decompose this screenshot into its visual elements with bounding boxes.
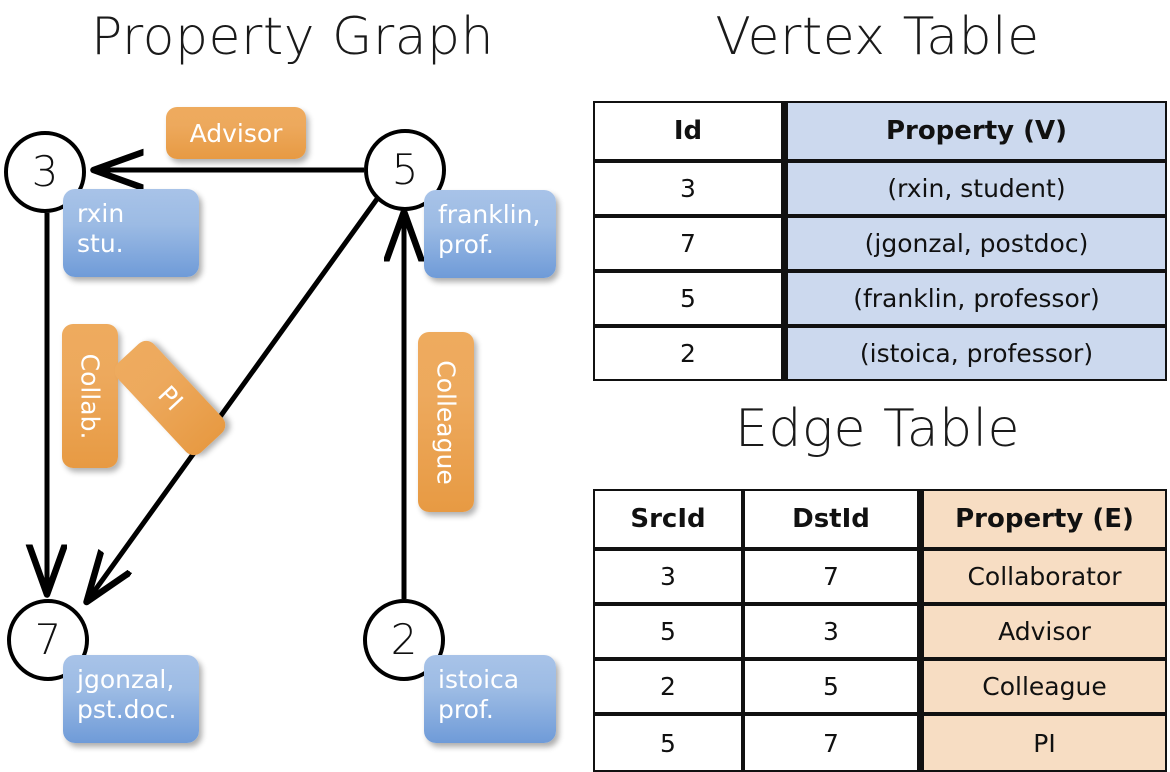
edge-row-property: Advisor: [919, 604, 1167, 659]
edge-row-property: Collaborator: [919, 549, 1167, 604]
vertex-property-box-5: franklin, prof.: [424, 190, 556, 278]
edge-row-property: PI: [919, 714, 1167, 772]
graph-node-7-label: 7: [34, 615, 62, 664]
edge-label-colleague: Colleague: [418, 332, 474, 512]
property-graph-diagram: Advisor Collab. PI Colleague 3 5 7 2 rxi…: [0, 0, 585, 760]
edge-line-5-to-7: [88, 197, 380, 600]
table-row: 7 (jgonzal, postdoc): [593, 216, 1167, 271]
edge-label-advisor-text: Advisor: [189, 118, 283, 148]
table-row: 5 (franklin, professor): [593, 271, 1167, 326]
vertex-table-header-property: Property (V): [783, 101, 1167, 161]
vertex-row-property: (franklin, professor): [783, 271, 1167, 326]
edge-row-srcid: 3: [593, 549, 743, 604]
edge-label-collab-text: Collab.: [75, 353, 105, 439]
vertex-property-box-3: rxin stu.: [63, 189, 199, 277]
edge-table-header-row: SrcId DstId Property (E): [593, 489, 1167, 549]
vertex-row-property: (istoica, professor): [783, 326, 1167, 381]
vertex-table-header-row: Id Property (V): [593, 101, 1167, 161]
graph-edge-lines: [0, 0, 585, 760]
table-row: 3 7 Collaborator: [593, 549, 1167, 604]
page-title-edge-table: Edge Table: [734, 399, 1021, 459]
edge-table-header-dstid: DstId: [743, 489, 919, 549]
edge-row-srcid: 2: [593, 659, 743, 714]
edge-row-dstid: 7: [743, 549, 919, 604]
edge-row-srcid: 5: [593, 604, 743, 659]
vertex-row-id: 7: [593, 216, 783, 271]
vertex-row-property: (rxin, student): [783, 161, 1167, 216]
table-row: 5 3 Advisor: [593, 604, 1167, 659]
graph-node-3-label: 3: [31, 147, 59, 196]
vertex-row-property: (jgonzal, postdoc): [783, 216, 1167, 271]
graph-node-5-label: 5: [391, 145, 419, 194]
table-row: 2 5 Colleague: [593, 659, 1167, 714]
page-title-vertex-table: Vertex Table: [715, 7, 1040, 67]
table-row: 5 7 PI: [593, 714, 1167, 772]
vertex-row-id: 3: [593, 161, 783, 216]
graph-node-2-label: 2: [390, 615, 418, 664]
vertex-row-id: 5: [593, 271, 783, 326]
edge-label-colleague-text: Colleague: [431, 359, 461, 485]
vertex-property-box-7: jgonzal, pst.doc.: [63, 655, 199, 743]
graph-node-2: 2: [363, 599, 445, 681]
edge-row-dstid: 7: [743, 714, 919, 772]
page-title-property-graph: Property Graph: [90, 7, 495, 67]
edge-row-property: Colleague: [919, 659, 1167, 714]
vertex-table-header-id: Id: [593, 101, 783, 161]
edge-label-advisor: Advisor: [166, 107, 306, 159]
edge-row-dstid: 5: [743, 659, 919, 714]
edge-row-dstid: 3: [743, 604, 919, 659]
edge-table-header-property: Property (E): [919, 489, 1167, 549]
table-row: 2 (istoica, professor): [593, 326, 1167, 381]
vertex-table: Id Property (V) 3 (rxin, student) 7 (jgo…: [593, 101, 1167, 381]
table-row: 3 (rxin, student): [593, 161, 1167, 216]
edge-label-collab: Collab.: [62, 324, 118, 468]
edge-table-header-srcid: SrcId: [593, 489, 743, 549]
edge-label-pi-text: PI: [151, 379, 189, 417]
edge-row-srcid: 5: [593, 714, 743, 772]
vertex-property-box-2: istoica prof.: [424, 655, 556, 743]
vertex-row-id: 2: [593, 326, 783, 381]
edge-table: SrcId DstId Property (E) 3 7 Collaborato…: [593, 489, 1167, 772]
